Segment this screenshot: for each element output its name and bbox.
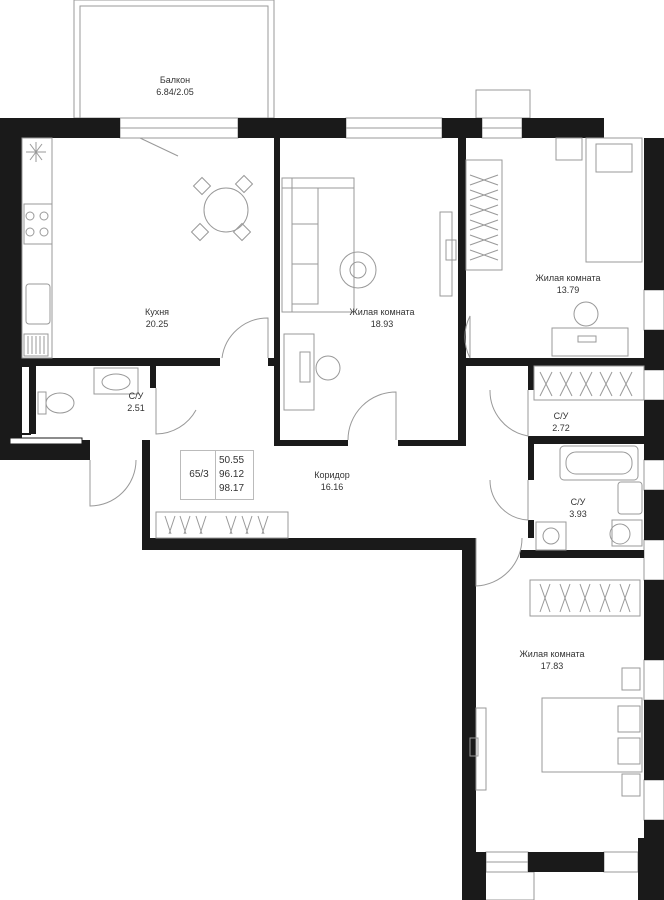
apartment-area-living: 50.55 [219,455,245,466]
room-label-bath-mid: С/У 2.72 [552,410,570,434]
room-area: 6.84/2.05 [156,87,194,97]
apartment-areas: 50.55 96.12 98.17 [219,454,244,496]
room-label-living-bottom: Жилая комната 17.83 [519,648,584,672]
room-area: 16.16 [320,482,344,492]
room-area: 17.83 [540,661,564,671]
windows [119,89,664,900]
room-name: Жилая комната [535,273,601,283]
apartment-code: 65/3 [183,451,216,499]
room-name: Коридор [314,470,350,480]
room-label-bath-right: С/У 3.93 [569,496,587,520]
room-label-kitchen: Кухня 20.25 [145,306,169,330]
apartment-area-total: 96.12 [219,469,245,480]
room-area: 2.51 [127,403,145,413]
living-bottom-furniture [469,579,643,797]
room-area: 3.93 [569,509,587,519]
room-name: С/У [553,411,569,421]
apartment-info-box: 65/3 50.55 96.12 98.17 [180,450,254,500]
living-center-furniture [281,177,457,411]
apartment-area-with-balcony: 98.17 [219,483,245,494]
living-right-furniture [465,137,643,357]
bathroom-fixtures [37,365,645,551]
room-label-corridor: Коридор 16.16 [314,469,350,493]
kitchen-furniture [21,137,254,359]
room-label-living-right: Жилая комната 13.79 [535,272,600,296]
room-area: 18.93 [370,319,394,329]
corridor-wardrobes [155,511,289,539]
room-label-balcony: Балкон 6.84/2.05 [156,74,194,98]
room-label-bath-left: С/У 2.51 [127,390,145,414]
room-area: 2.72 [552,423,570,433]
room-area: 13.79 [556,285,580,295]
room-label-living-center: Жилая комната 18.93 [349,306,414,330]
door-swings [89,137,529,587]
room-name: Кухня [144,307,170,317]
room-name: Жилая комната [519,649,585,659]
balcony [73,0,275,119]
room-name: С/У [570,497,586,507]
room-name: С/У [128,391,144,401]
walls [0,118,664,900]
room-area: 20.25 [145,319,169,329]
room-name: Балкон [159,75,191,85]
room-name: Жилая комната [349,307,415,317]
